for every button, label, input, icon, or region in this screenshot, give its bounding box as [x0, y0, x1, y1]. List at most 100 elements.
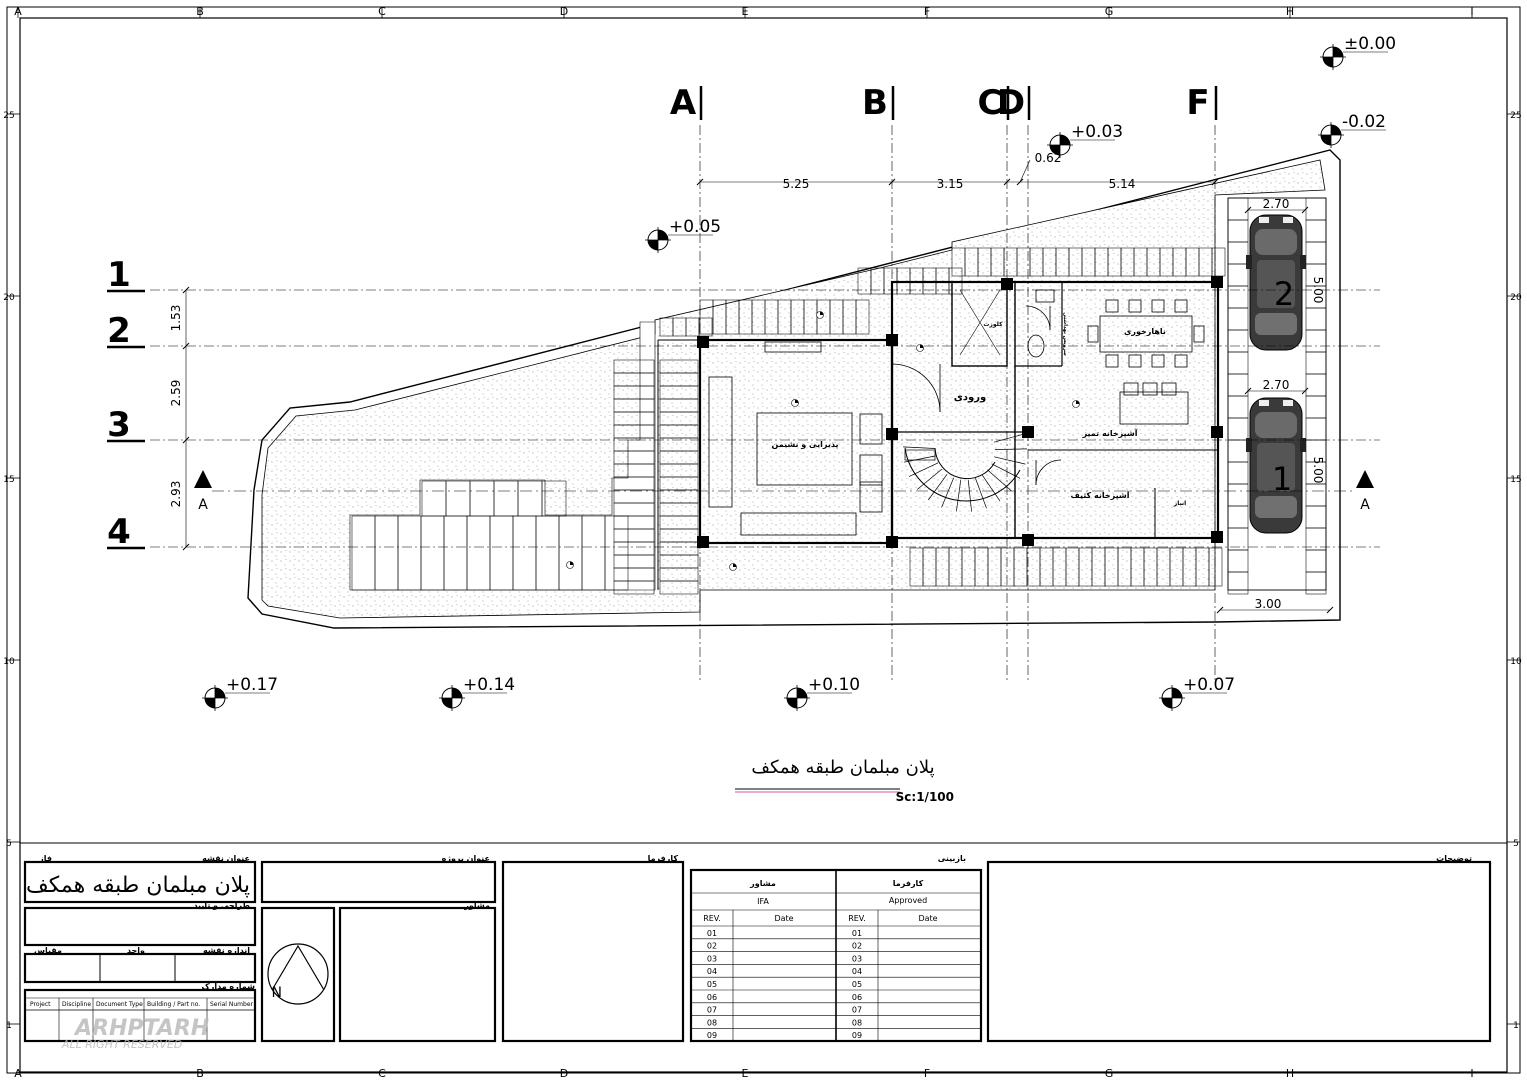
- logo-subtext: ALL RIGHT RESERVED: [61, 1038, 182, 1051]
- small-level-tag: [566, 561, 574, 569]
- rev-number: 08: [852, 1018, 862, 1027]
- frame-col-bottom: B: [196, 1067, 204, 1080]
- rev-right-status: Approved: [889, 896, 927, 905]
- room-labels: پذیرایی و نشیمن ورودی ناهارخوری آشپزخانه…: [772, 312, 1187, 507]
- paving-tiles: [351, 197, 1327, 595]
- axis-label-A: A: [670, 83, 697, 123]
- rev-number: 01: [852, 929, 862, 938]
- axis-label-2: 2: [107, 311, 131, 351]
- section-arrow-left: [194, 470, 212, 488]
- frame-row-left: 20: [3, 293, 15, 303]
- frame-col-top: C: [378, 5, 386, 18]
- rev-left-header: مشاور: [749, 879, 776, 888]
- dim-parking: 2.70: [1263, 378, 1290, 392]
- parking-number-2: 2: [1274, 275, 1294, 313]
- frame-col-top: G: [1105, 5, 1114, 18]
- axis-label-C: C: [978, 83, 1003, 123]
- axis-label-4: 4: [107, 512, 131, 552]
- rev-number: 03: [852, 954, 862, 963]
- room-reception: پذیرایی و نشیمن: [772, 440, 839, 449]
- coffee-area: [756, 412, 853, 486]
- section-marks: A A: [194, 470, 1374, 513]
- small-level-tag: [916, 344, 924, 352]
- rev-number: 01: [707, 929, 717, 938]
- rev-right-header: کارفرما: [893, 879, 924, 888]
- column: [1211, 426, 1223, 438]
- level-marker: -0.02: [1318, 112, 1386, 148]
- room-closet: کلوزت: [983, 321, 1003, 328]
- scale-label: مقیاس: [34, 946, 62, 956]
- frame-row-right: 15: [1510, 475, 1521, 485]
- small-level-tag: [791, 399, 799, 407]
- doors: [891, 305, 1062, 486]
- dim-parking: 5.00: [1311, 277, 1325, 304]
- rev-left-status: IFA: [757, 897, 769, 906]
- frame-col-bottom: G: [1105, 1067, 1114, 1080]
- level-marker: +0.14: [439, 675, 515, 711]
- small-level-tag: [816, 311, 824, 319]
- drawing-scale: Sc:1/100: [896, 790, 954, 804]
- frame-row-right: 20: [1510, 293, 1522, 303]
- employer-label: کارفرما: [648, 854, 679, 863]
- rev-number: 07: [707, 1006, 717, 1015]
- consultant-label: مشاور: [463, 901, 490, 910]
- revision-label: بازبینی: [938, 854, 966, 863]
- axis-label-3: 3: [107, 405, 131, 445]
- notes-label: توضیحات: [1436, 854, 1472, 863]
- frame-col-top: B: [196, 5, 204, 18]
- svg-text:+0.07: +0.07: [1183, 675, 1235, 695]
- date-col-right: Date: [918, 914, 937, 923]
- parked-cars: 21: [1246, 214, 1306, 534]
- axis-label-F: F: [1186, 83, 1209, 123]
- rev-number: 03: [707, 954, 717, 963]
- dining-table: [1099, 315, 1193, 353]
- north-label: N: [272, 985, 282, 1001]
- frame-col-top: D: [560, 5, 568, 18]
- frame-row-left: 10: [3, 657, 15, 667]
- date-col-left: Date: [774, 914, 793, 923]
- small-level-tag: [1072, 400, 1080, 408]
- svg-text:+0.10: +0.10: [808, 675, 860, 695]
- logo: ARHPTARH ALL RIGHT RESERVED: [61, 1016, 209, 1051]
- rev-number: 05: [852, 980, 862, 989]
- axis-label-1: 1: [107, 255, 131, 295]
- dim-v: 1.53: [169, 305, 183, 332]
- dim-h: 0.62: [1035, 151, 1062, 165]
- axis-label-B: B: [862, 83, 888, 123]
- rev-number: 07: [852, 1006, 862, 1015]
- drawing-title-block: پلان مبلمان طبقه همکف Sc:1/100: [735, 757, 954, 804]
- room-entry: ورودی: [954, 392, 987, 403]
- frame-row-right: 1: [1513, 1021, 1519, 1031]
- project-title-label: عنوان پروژه: [442, 854, 490, 863]
- drawing-title: پلان مبلمان طبقه همکف: [751, 757, 934, 778]
- frame-col-bottom: A: [14, 1067, 22, 1080]
- frame-col-bottom: I: [1470, 1067, 1473, 1080]
- tv-unit: [764, 341, 822, 353]
- frame-row-left: 5: [6, 839, 12, 849]
- unit-label: واحد: [127, 946, 145, 955]
- title-block: [20, 842, 1507, 1043]
- svg-text:-0.02: -0.02: [1342, 112, 1386, 132]
- dim-parking: 2.70: [1263, 197, 1290, 211]
- axis-lines: [150, 125, 1380, 680]
- rev-number: 04: [852, 967, 862, 976]
- level-marker: +0.07: [1159, 675, 1235, 711]
- rev-col-left: REV.: [703, 914, 721, 923]
- column: [1211, 531, 1223, 543]
- logo-text: ARHPTARH: [73, 1016, 209, 1041]
- room-dirty-kitchen: آشپزخانه کثیف: [1071, 490, 1130, 500]
- level-marker: +0.10: [784, 675, 860, 711]
- armchair-1: [859, 413, 883, 445]
- room-dining: ناهارخوری: [1124, 327, 1166, 336]
- svg-text:+0.17: +0.17: [226, 675, 278, 695]
- frame-col-top: A: [14, 5, 22, 18]
- sofa-bottom: [740, 512, 857, 536]
- doc-column-label: Serial Number: [210, 1001, 254, 1008]
- frame-row-left: 15: [3, 475, 14, 485]
- dim-parking: 5.00: [1311, 457, 1325, 484]
- section-arrow-right: [1356, 470, 1374, 488]
- armchair-3: [859, 481, 883, 513]
